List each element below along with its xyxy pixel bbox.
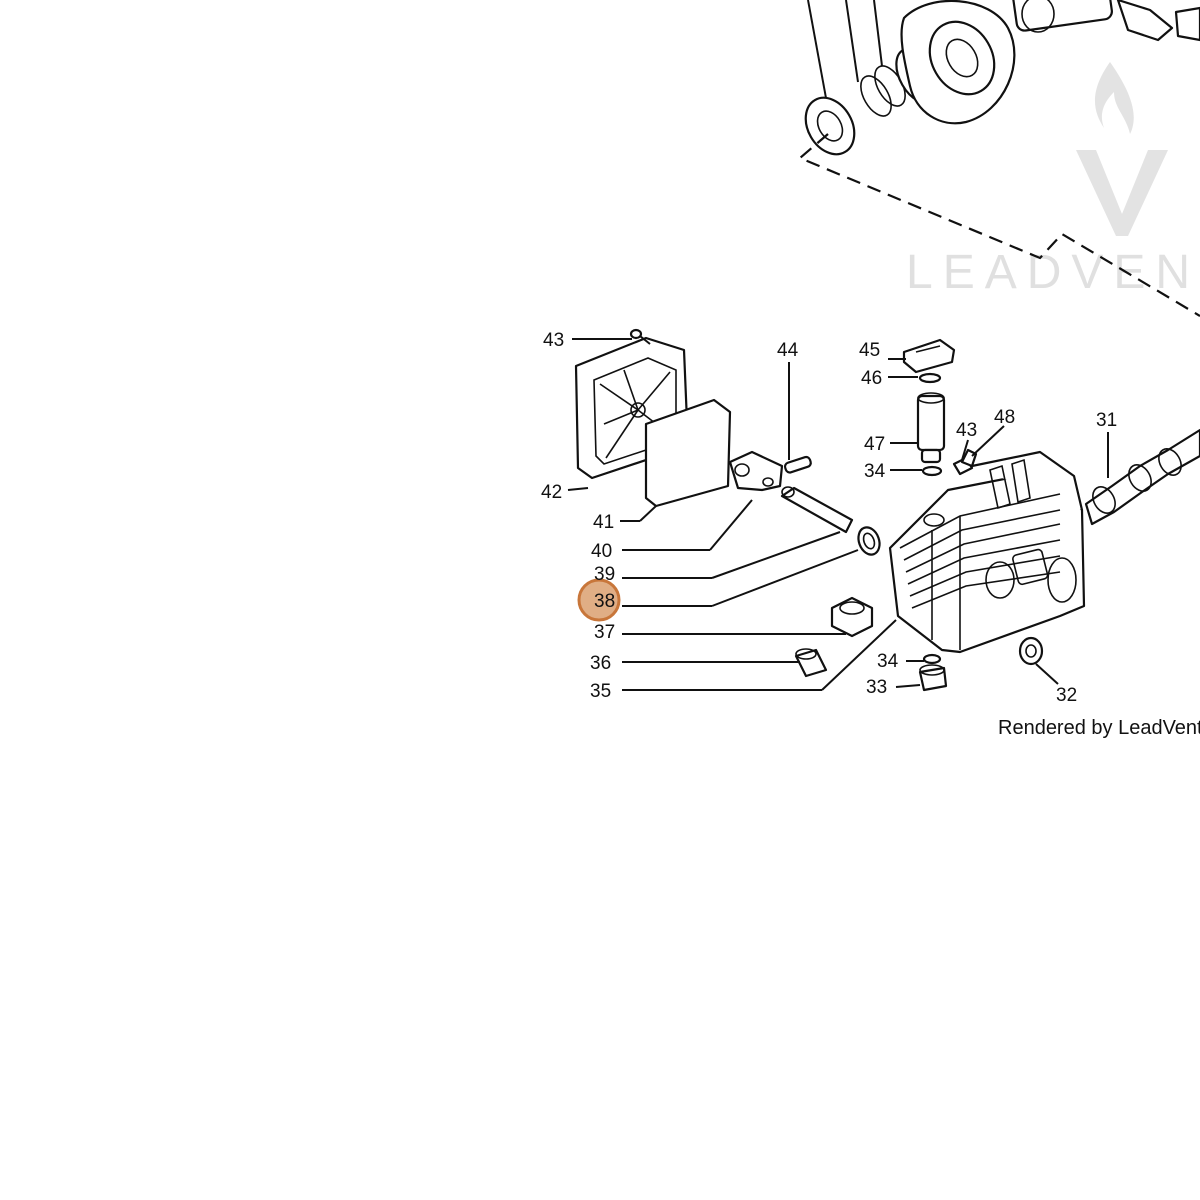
leader-lines: [567, 338, 1109, 691]
callout-45[interactable]: 45: [859, 340, 880, 361]
watermark: LEADVENT: [906, 62, 1200, 299]
callout-43-valve[interactable]: 43: [956, 420, 977, 441]
callout-35[interactable]: 35: [590, 681, 611, 702]
upper-drive-assembly: [804, 0, 1200, 156]
part-43-screw: [629, 328, 651, 345]
part-38-washer: [857, 526, 881, 556]
assembly-dashed-line: [797, 133, 1200, 317]
callout-44[interactable]: 44: [777, 340, 799, 361]
part-31-crankshaft: [1084, 428, 1200, 526]
part-36-plug: [794, 648, 828, 678]
callout-43[interactable]: 43: [543, 330, 564, 351]
callout-labels: 43 44 45 46 47 43 48 31 34 42 41 40 39 3…: [541, 330, 1117, 706]
part-48-fitting: [960, 448, 978, 468]
callout-47[interactable]: 47: [864, 434, 885, 455]
part-46-oring: [918, 372, 942, 384]
part-44-pin: [783, 455, 812, 474]
callout-38[interactable]: 38: [594, 591, 615, 612]
callout-34-lower[interactable]: 34: [877, 651, 899, 672]
part-33-drain-plug: [918, 664, 948, 692]
callout-36[interactable]: 36: [590, 653, 611, 674]
highlight-marker-38[interactable]: [577, 578, 621, 622]
callout-48[interactable]: 48: [994, 407, 1015, 428]
callout-39[interactable]: 39: [594, 564, 615, 585]
part-47-cartridge: [916, 392, 946, 464]
render-credit: Rendered by LeadVenture: [998, 717, 1200, 739]
part-32-washer: [1018, 636, 1044, 666]
part-34-oring-lower: [922, 653, 942, 665]
part-37-fitting: [830, 596, 874, 638]
callout-34-upper[interactable]: 34: [864, 461, 886, 482]
callout-31[interactable]: 31: [1096, 410, 1117, 431]
callout-32[interactable]: 32: [1056, 685, 1077, 706]
flame-v-logo-icon: [1076, 62, 1168, 236]
part-40-bracket: [728, 450, 784, 492]
part-45-block: [902, 338, 956, 374]
callout-42[interactable]: 42: [541, 482, 562, 503]
callout-37[interactable]: 37: [594, 622, 615, 643]
part-39-shaft: [780, 486, 854, 534]
part-34-oring-upper: [921, 465, 943, 477]
callout-33[interactable]: 33: [866, 677, 887, 698]
callout-40[interactable]: 40: [591, 541, 612, 562]
callout-46[interactable]: 46: [861, 368, 882, 389]
callout-41[interactable]: 41: [593, 512, 614, 533]
part-35-pump-body: [888, 450, 1086, 654]
part-41-gasket: [644, 398, 732, 508]
watermark-text: LEADVENT: [906, 246, 1200, 299]
